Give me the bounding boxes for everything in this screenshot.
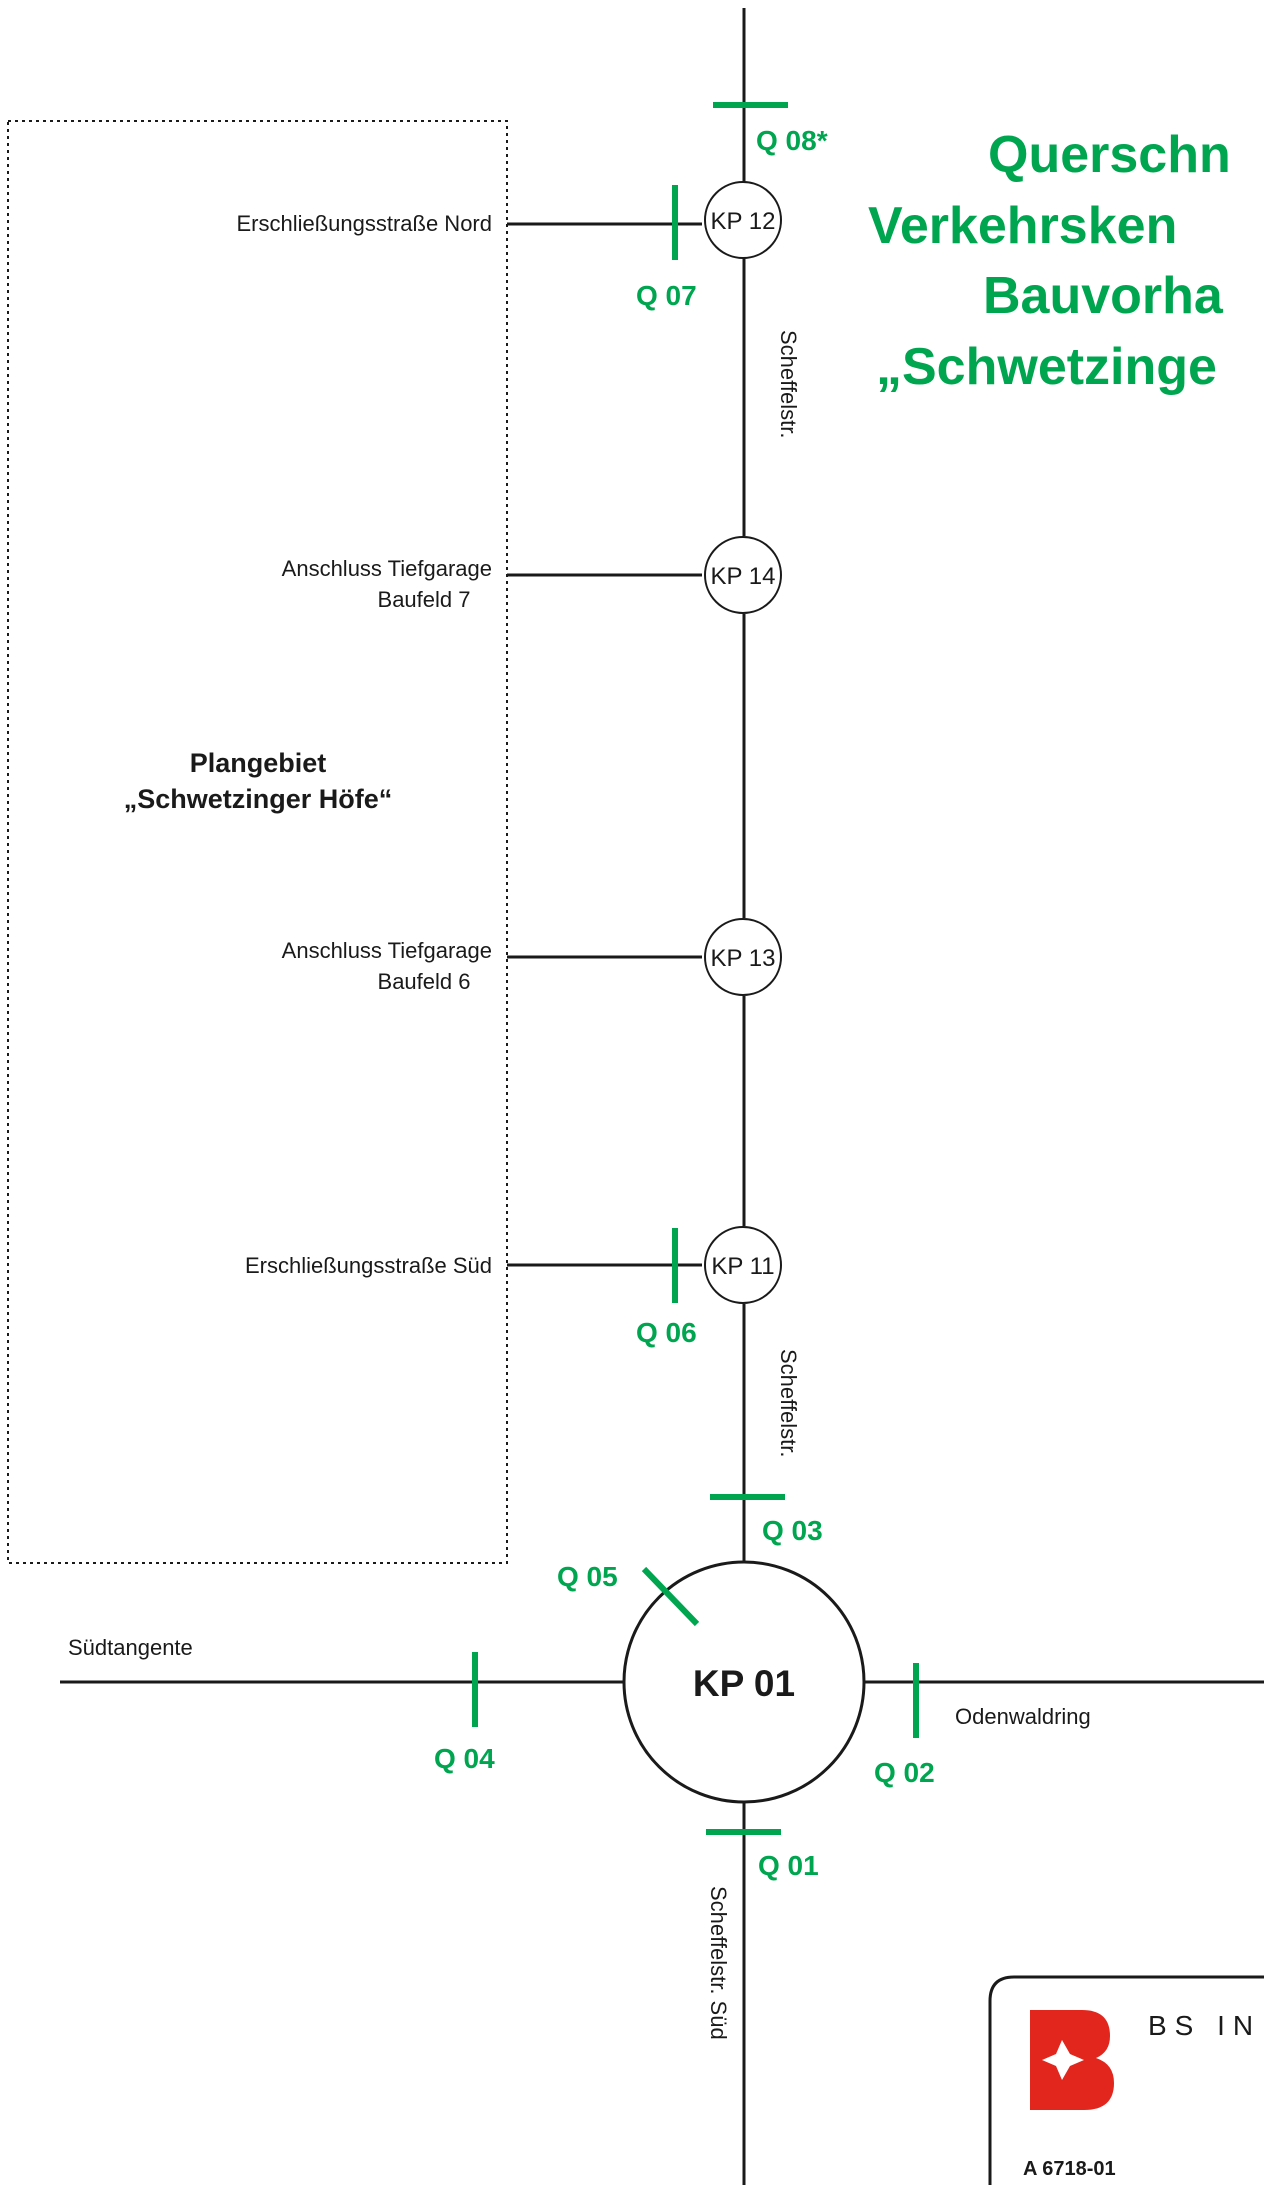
title-line2: Verkehrsken (868, 197, 1177, 255)
garage-bf7-label-line1: Anschluss Tiefgarage (282, 556, 492, 581)
suedtangente-label: Südtangente (68, 1635, 193, 1660)
scheffelstr-upper-label: Scheffelstr. (776, 330, 801, 438)
scheffelstr-sued-label: Scheffelstr. Süd (706, 1886, 731, 2040)
north-access-label: Erschließungsstraße Nord (236, 211, 492, 236)
project-number: A 6718-01 (1023, 2158, 1116, 2180)
q08-label: Q 08* (756, 125, 828, 156)
south-access-label: Erschließungsstraße Süd (245, 1253, 492, 1278)
scheffelstr-lower-label: Scheffelstr. (776, 1349, 801, 1457)
plan-area-title-line1: Plangebiet (190, 748, 327, 778)
node-kp01 (622, 1560, 866, 1804)
company-name: BS IN (1148, 2010, 1261, 2041)
garage-bf6-label-line1: Anschluss Tiefgarage (282, 938, 492, 963)
title-line3: Bauvorha (983, 267, 1224, 325)
node-kp11 (704, 1226, 782, 1304)
node-kp14-label: KP 14 (711, 563, 776, 590)
node-kp11-label: KP 11 (711, 1253, 774, 1280)
q03-label: Q 03 (762, 1515, 823, 1546)
bs-logo (1030, 2010, 1114, 2110)
q07-label: Q 07 (636, 280, 697, 311)
q04-label: Q 04 (434, 1743, 495, 1774)
node-kp01-label: KP 01 (693, 1663, 795, 1704)
plan-area-title-line2: „Schwetzinger Höfe“ (124, 784, 393, 814)
node-kp14 (704, 536, 782, 614)
odenwaldring-label: Odenwaldring (955, 1704, 1091, 1729)
title-block-frame (988, 1975, 1264, 2185)
title-line4: „Schwetzinge (876, 338, 1217, 396)
node-kp13-label: KP 13 (711, 945, 776, 972)
q02-label: Q 02 (874, 1757, 935, 1788)
q05-label: Q 05 (557, 1561, 618, 1592)
plan-area-boundary (7, 120, 508, 1564)
node-kp12 (704, 181, 782, 259)
garage-bf6-label-line2: Baufeld 6 (378, 969, 471, 994)
title-line1: Querschn (988, 126, 1231, 184)
q05-marker (641, 1566, 700, 1627)
node-kp13 (704, 918, 782, 996)
q06-label: Q 06 (636, 1317, 697, 1348)
q01-label: Q 01 (758, 1850, 819, 1881)
node-kp12-label: KP 12 (711, 208, 776, 235)
garage-bf7-label-line2: Baufeld 7 (378, 587, 471, 612)
